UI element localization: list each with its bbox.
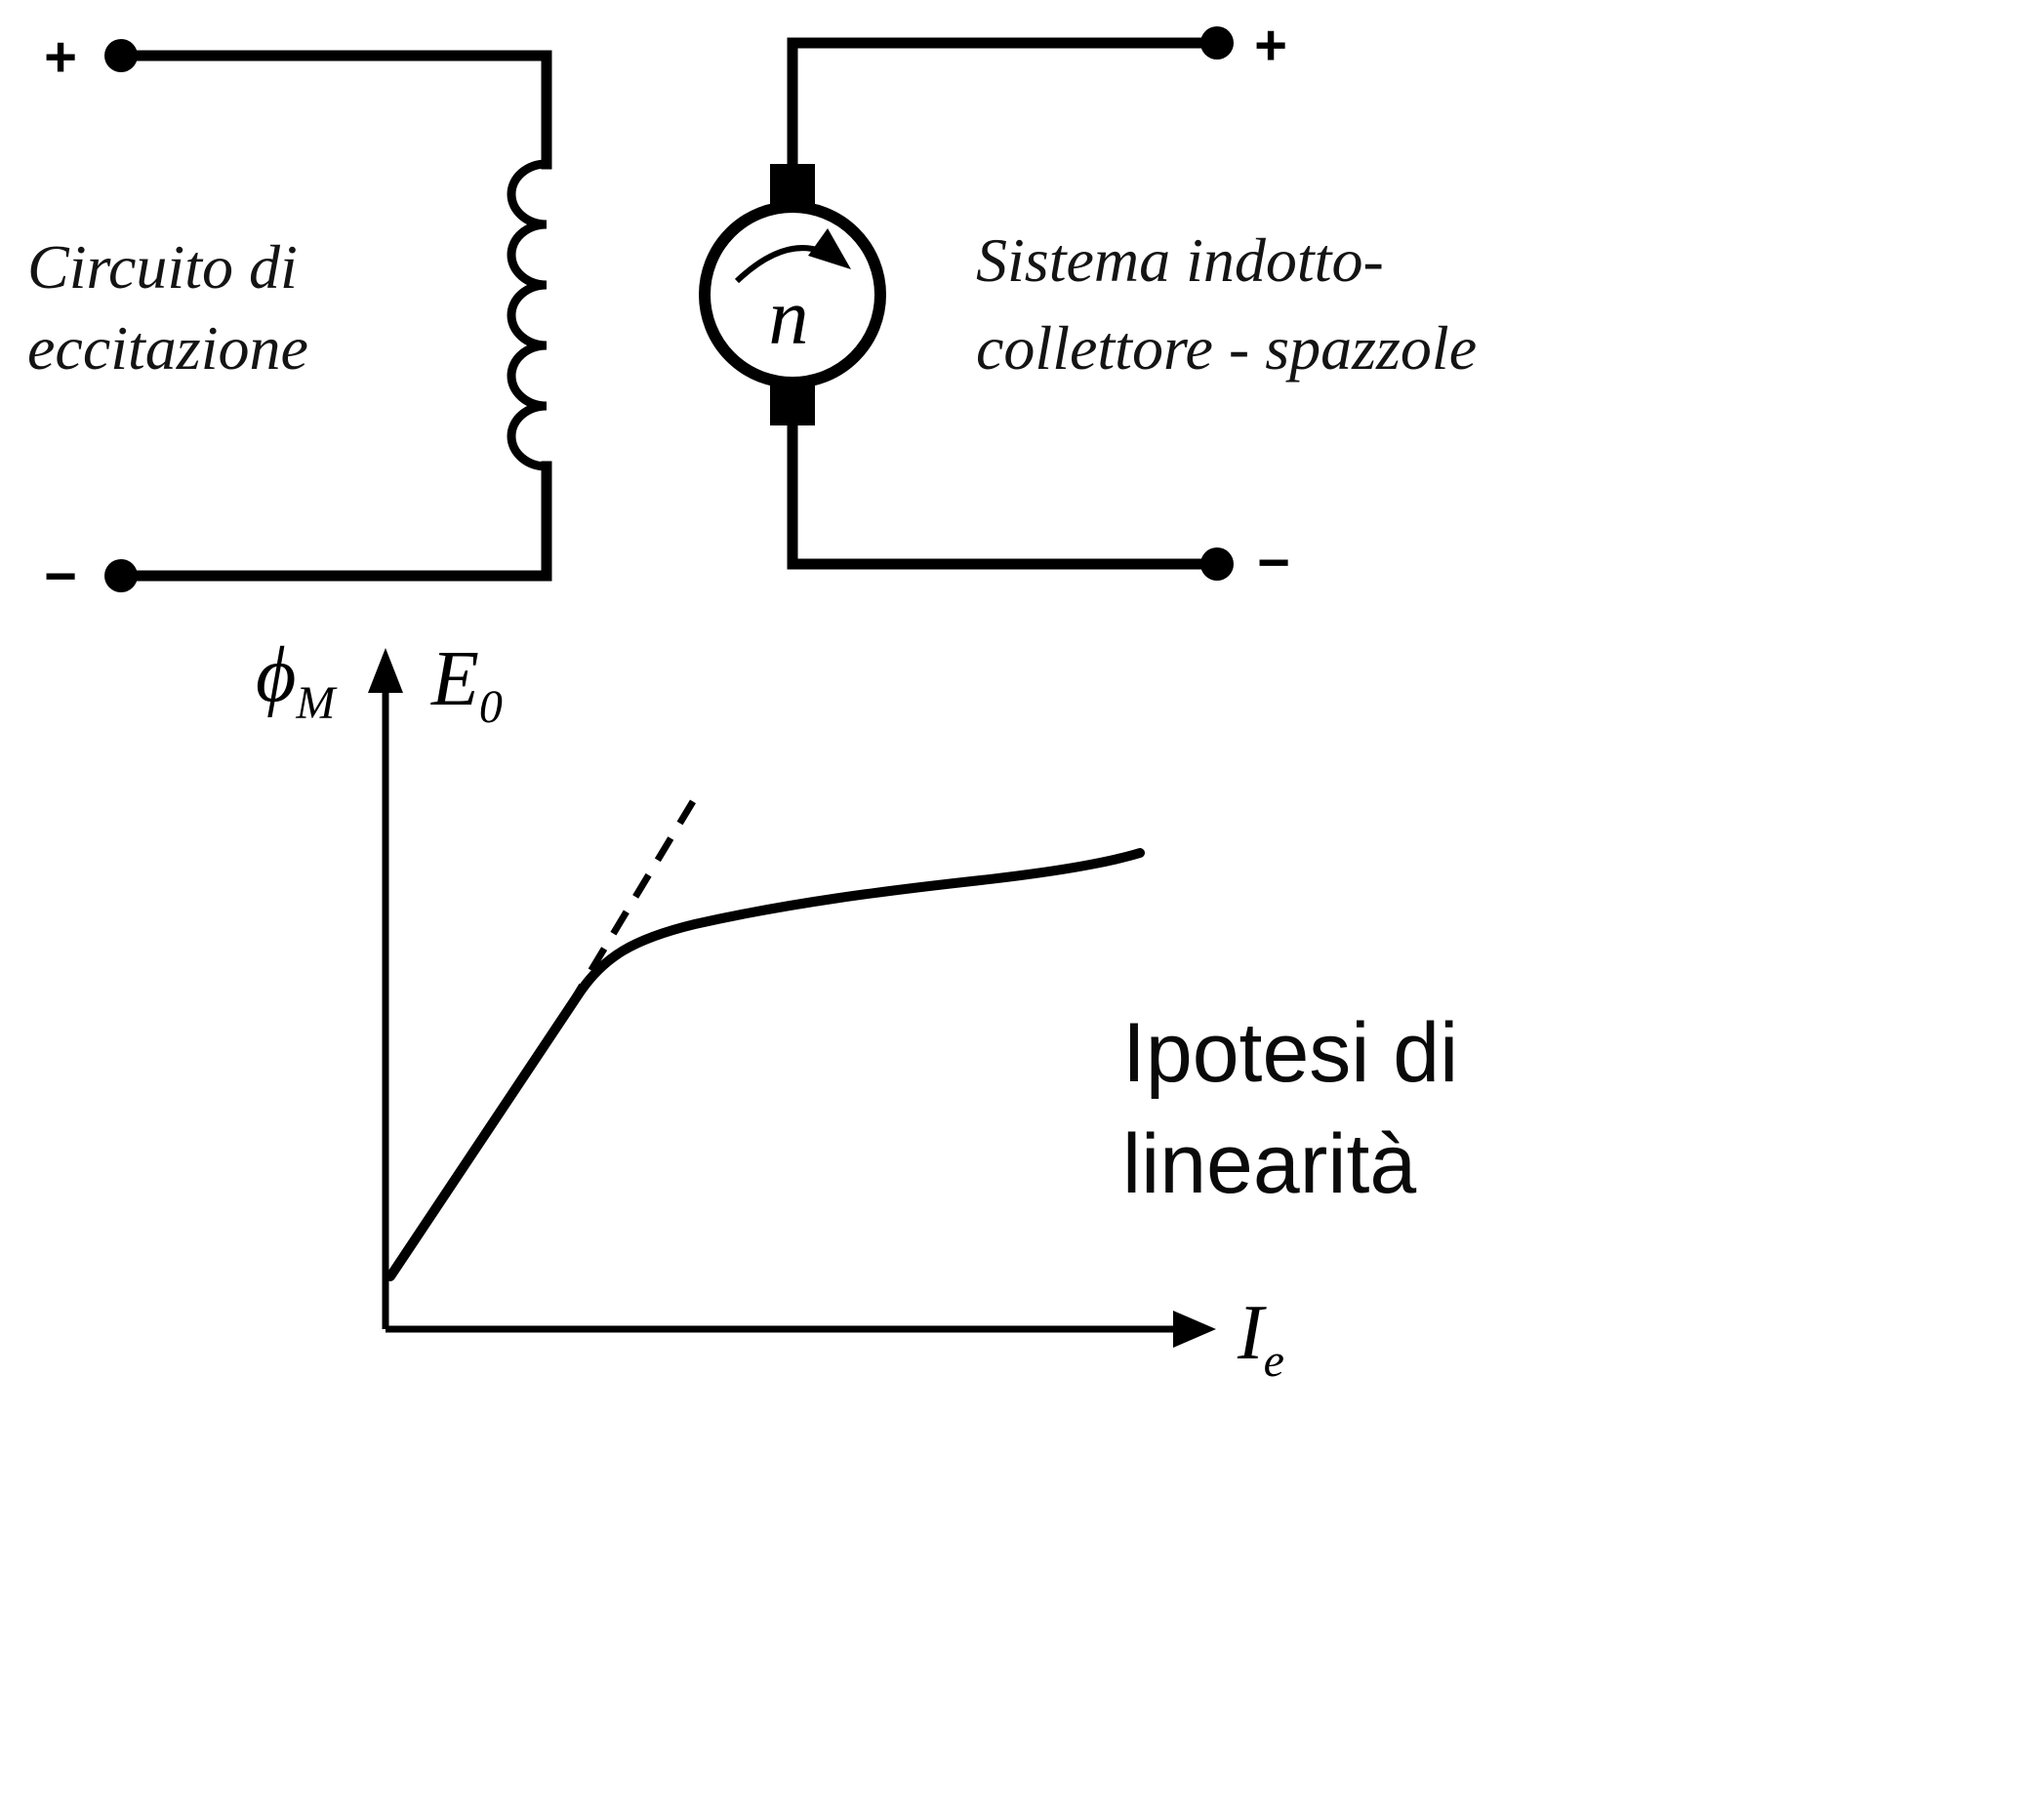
y-axis-flux-label: ϕM	[256, 632, 338, 729]
y-axis-arrowhead-icon	[368, 648, 403, 693]
field-winding-coil-icon	[507, 159, 548, 471]
induced-minus-terminal-dot	[1200, 547, 1234, 581]
induced-top-wire	[787, 37, 1223, 172]
y-axis-emf-label: E0	[430, 636, 503, 733]
linearity-annotation-line1: Ipotesi di	[1122, 1006, 1458, 1100]
excitation-caption-line2: eccitazione	[27, 313, 308, 383]
induced-minus-sign: −	[1257, 531, 1290, 594]
induced-bottom-wire	[787, 420, 1223, 570]
excitation-circuit: + − Circuito di eccitazione	[27, 25, 552, 608]
induced-caption-line1: Sistema indotto-	[976, 225, 1384, 295]
excitation-plus-sign: +	[44, 25, 77, 89]
rotor-speed-symbol: n	[769, 272, 809, 361]
flux-subscript: M	[295, 677, 338, 729]
induced-plus-sign: +	[1254, 14, 1287, 77]
excitation-minus-terminal-dot	[104, 559, 138, 592]
induced-circuit: + n − Sistema indotto- collettore - spaz…	[699, 14, 1477, 594]
flux-symbol: ϕ	[256, 632, 296, 718]
current-symbol: I	[1237, 1290, 1267, 1376]
magnetization-curve	[386, 848, 1145, 1281]
excitation-bottom-wire	[115, 461, 552, 582]
bottom-brush-icon	[770, 381, 815, 425]
excitation-minus-sign: −	[44, 545, 77, 608]
linearity-annotation-line2: linearità	[1122, 1117, 1416, 1211]
emf-subscript: 0	[479, 681, 503, 733]
emf-symbol: E	[430, 636, 479, 722]
excitation-caption-line1: Circuito di	[27, 232, 298, 302]
excitation-top-wire	[115, 50, 552, 170]
current-subscript: e	[1264, 1335, 1284, 1387]
induced-caption-line2: collettore - spazzole	[976, 313, 1477, 383]
x-axis-arrowhead-icon	[1173, 1311, 1216, 1348]
rotation-arrowhead-icon	[808, 228, 851, 269]
x-axis-current-label: Ie	[1237, 1290, 1284, 1387]
magnetization-curve-graph: ϕM E0 Ie Ipotesi di linearità	[256, 632, 1458, 1387]
